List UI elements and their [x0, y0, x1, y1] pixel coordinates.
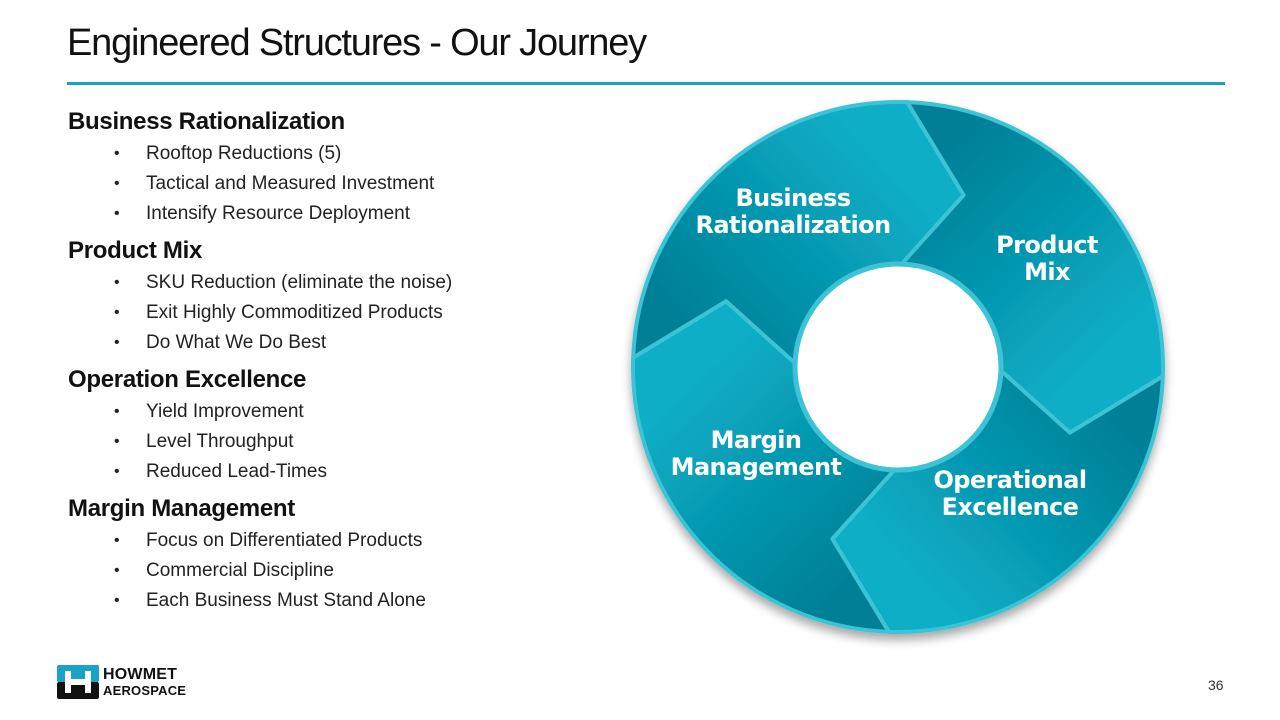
bullet-list: • Yield Improvement • Level Throughput • Re… — [68, 397, 588, 487]
bullet-icon: • — [114, 433, 120, 450]
bullet-item: • Each Business Must Stand Alone — [68, 586, 588, 616]
bullet-item: • Tactical and Measured Investment — [68, 169, 588, 199]
slide-title: Engineered Structures - Our Journey — [67, 22, 647, 64]
bullet-text: Level Throughput — [146, 431, 294, 452]
bullet-text: Exit Highly Commoditized Products — [146, 302, 443, 323]
cycle-label-line: Excellence — [942, 493, 1079, 521]
bullet-item: • Reduced Lead-Times — [68, 457, 588, 487]
bullet-item: • Do What We Do Best — [68, 328, 588, 358]
title-underline — [67, 82, 1225, 85]
bullet-icon: • — [114, 334, 120, 351]
bullet-item: • Level Throughput — [68, 427, 588, 457]
bullet-item: • Yield Improvement — [68, 397, 588, 427]
cycle-ring — [631, 100, 1165, 634]
howmet-logo-icon — [57, 665, 99, 699]
bullet-icon: • — [114, 145, 120, 162]
section-product-mix: Product Mix • SKU Reduction (eliminate th… — [68, 235, 588, 358]
section-heading: Business Rationalization — [68, 108, 345, 135]
cycle-label-line: Management — [671, 453, 842, 481]
bullet-text: Focus on Differentiated Products — [146, 530, 423, 551]
bullet-icon: • — [114, 592, 120, 609]
bullet-icon: • — [114, 304, 120, 321]
cycle-center-hole — [792, 261, 1004, 473]
bullet-text: Tactical and Measured Investment — [146, 173, 435, 194]
section-heading: Operation Excellence — [68, 366, 307, 393]
page-number: 36 — [1208, 677, 1224, 693]
bullet-icon: • — [114, 562, 120, 579]
bullet-text: Rooftop Reductions (5) — [146, 143, 342, 164]
bullet-item: • Rooftop Reductions (5) — [68, 139, 588, 169]
bullet-text: Commercial Discipline — [146, 560, 334, 581]
bullet-text: Yield Improvement — [146, 401, 304, 422]
cycle-label-line: Product — [996, 231, 1098, 259]
bullet-text: SKU Reduction (eliminate the noise) — [146, 272, 453, 293]
bullet-item: • SKU Reduction (eliminate the noise) — [68, 268, 588, 298]
bullet-list: • SKU Reduction (eliminate the noise) • Ex… — [68, 268, 588, 358]
bullet-text: Reduced Lead-Times — [146, 461, 327, 482]
bullet-item: • Intensify Resource Deployment — [68, 199, 588, 229]
cycle-label-line: Operational — [934, 466, 1087, 494]
bullet-icon: • — [114, 532, 120, 549]
logo-wordmark: HOWMET AEROSPACE — [103, 665, 187, 698]
section-margin-management: Margin Management • Focus on Differentiat… — [68, 493, 588, 616]
cycle-label-line: Rationalization — [695, 211, 890, 239]
bullet-icon: • — [114, 463, 120, 480]
bullet-list: • Rooftop Reductions (5) • Tactical and Me… — [68, 139, 588, 229]
bullet-icon: • — [114, 205, 120, 222]
bullet-item: • Commercial Discipline — [68, 556, 588, 586]
cycle-label-line: Margin — [711, 426, 802, 454]
bullet-list: • Focus on Differentiated Products • Comme… — [68, 526, 588, 616]
section-business-rationalization: Business Rationalization • Rooftop Reduct… — [68, 106, 588, 229]
bullet-text: Intensify Resource Deployment — [146, 203, 411, 224]
section-heading: Product Mix — [68, 237, 203, 264]
bullet-item: • Focus on Differentiated Products — [68, 526, 588, 556]
bullet-text: Do What We Do Best — [146, 332, 327, 353]
journey-text-list: Business Rationalization • Rooftop Reduct… — [68, 106, 588, 622]
bullet-icon: • — [114, 403, 120, 420]
section-operation-excellence: Operation Excellence • Yield Improvement … — [68, 364, 588, 487]
cycle-label-line: Mix — [1024, 258, 1071, 286]
logo-line-2: AEROSPACE — [103, 682, 187, 698]
bullet-icon: • — [114, 274, 120, 291]
section-heading: Margin Management — [68, 495, 295, 522]
bullet-text: Each Business Must Stand Alone — [146, 590, 426, 611]
company-logo: HOWMET AEROSPACE — [57, 665, 186, 699]
cycle-label-line: Business — [735, 184, 850, 212]
logo-line-1: HOWMET — [103, 665, 178, 683]
bullet-icon: • — [114, 175, 120, 192]
bullet-item: • Exit Highly Commoditized Products — [68, 298, 588, 328]
cycle-outer-edge — [631, 100, 1165, 634]
